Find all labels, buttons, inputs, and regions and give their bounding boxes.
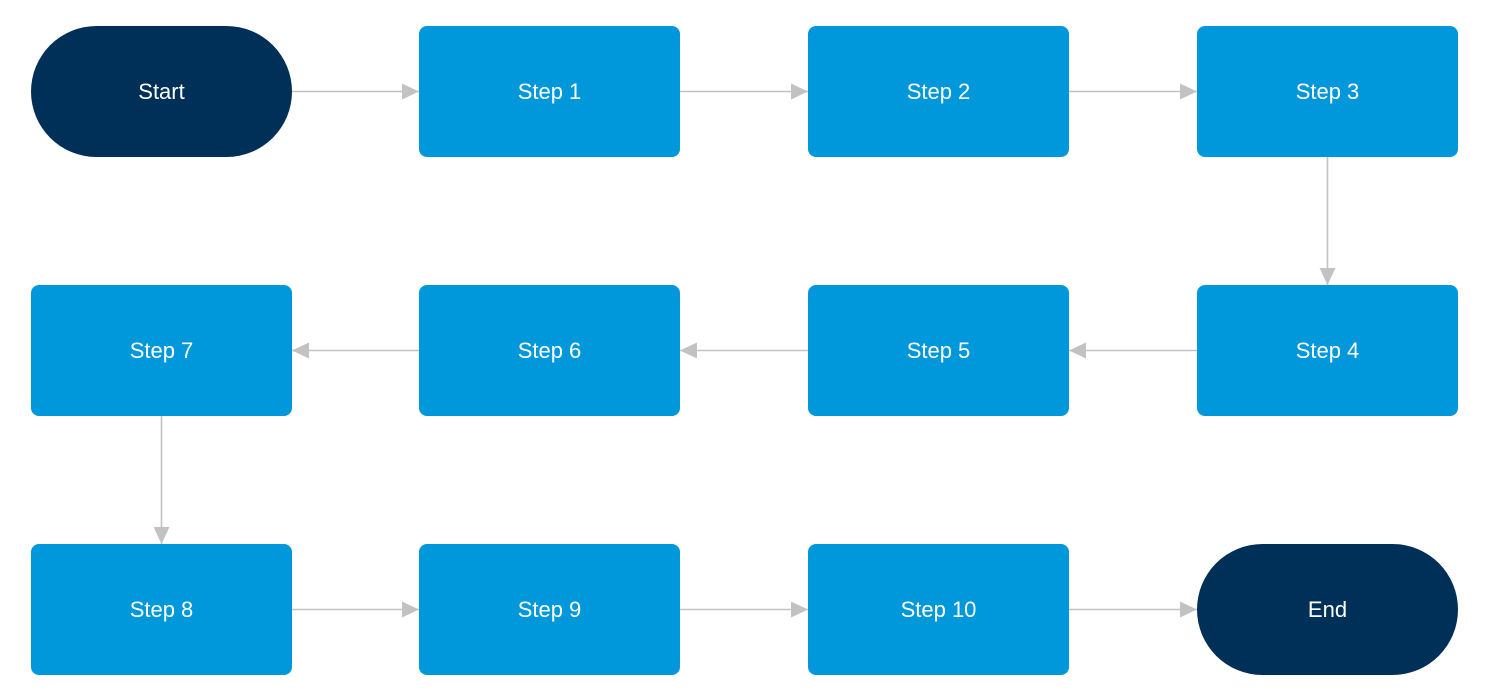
step-7-box[interactable]: Step 7 bbox=[31, 285, 292, 416]
step-4-box[interactable]: Step 4 bbox=[1197, 285, 1458, 416]
end-label: End bbox=[1307, 596, 1348, 622]
step-5-label: Step 5 bbox=[906, 337, 971, 363]
step-1-label: Step 1 bbox=[517, 78, 582, 104]
start-label: Start bbox=[138, 78, 185, 104]
step-9-label: Step 9 bbox=[517, 596, 582, 622]
step-6-label: Step 6 bbox=[517, 337, 582, 363]
step-2-label: Step 2 bbox=[906, 78, 971, 104]
step-1-box[interactable]: Step 1 bbox=[419, 26, 680, 157]
end-terminal[interactable]: End bbox=[1197, 544, 1458, 675]
step-6-box[interactable]: Step 6 bbox=[419, 285, 680, 416]
step-9-box[interactable]: Step 9 bbox=[419, 544, 680, 675]
step-10-box[interactable]: Step 10 bbox=[808, 544, 1069, 675]
step-8-label: Step 8 bbox=[129, 596, 194, 622]
step-3-box[interactable]: Step 3 bbox=[1197, 26, 1458, 157]
step-4-label: Step 4 bbox=[1295, 337, 1360, 363]
step-8-box[interactable]: Step 8 bbox=[31, 544, 292, 675]
step-2-box[interactable]: Step 2 bbox=[808, 26, 1069, 157]
step-3-label: Step 3 bbox=[1295, 78, 1360, 104]
step-5-box[interactable]: Step 5 bbox=[808, 285, 1069, 416]
step-7-label: Step 7 bbox=[129, 337, 194, 363]
step-10-label: Step 10 bbox=[900, 596, 977, 622]
start-terminal[interactable]: Start bbox=[31, 26, 292, 157]
